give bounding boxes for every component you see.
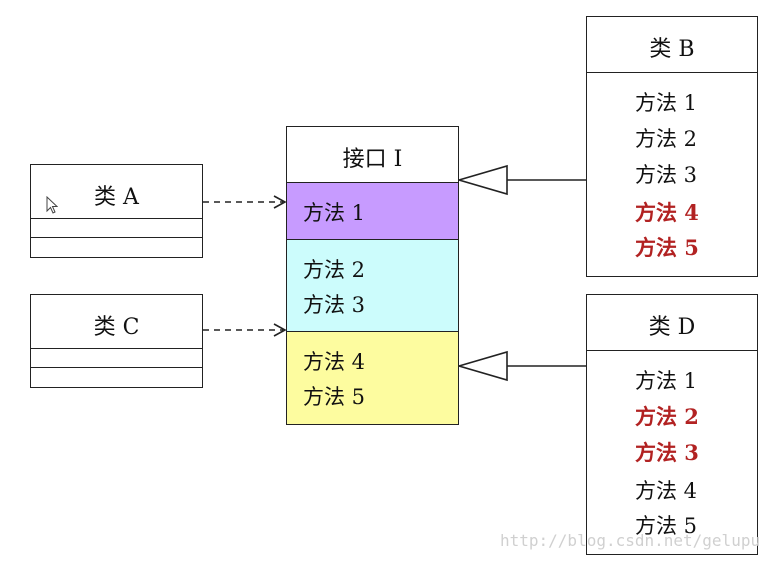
class-c-divider-2 <box>31 367 202 368</box>
class-a-divider-2 <box>31 237 202 238</box>
class-b-method-3: 方法 3 <box>635 163 698 187</box>
class-c-box: 类 C <box>30 294 203 388</box>
class-c-divider-1 <box>31 348 202 349</box>
class-a-title: 类 A <box>94 185 139 210</box>
interface-divider-2 <box>287 331 458 332</box>
class-d-title: 类 D <box>648 315 696 340</box>
interface-method-4: 方法 4 <box>303 350 366 374</box>
class-d-box: 类 D 方法 1 方法 2 方法 3 方法 4 方法 5 <box>586 294 758 555</box>
class-b-method-5-unused: 方法 5 <box>635 235 699 260</box>
class-b-method-2: 方法 2 <box>635 127 698 151</box>
interface-section-3: 方法 4 方法 5 <box>287 332 458 424</box>
mouse-cursor-icon <box>46 196 58 214</box>
class-a-divider-1 <box>31 218 202 219</box>
interface-method-5: 方法 5 <box>303 385 366 409</box>
interface-section-2: 方法 2 方法 3 <box>287 240 458 331</box>
class-c-title: 类 C <box>93 315 140 340</box>
realization-arrow-d-to-i <box>456 350 587 382</box>
class-b-box: 类 B 方法 1 方法 2 方法 3 方法 4 方法 5 <box>586 16 758 277</box>
watermark-url: http://blog.csdn.net/gelupu <box>500 531 761 550</box>
class-b-method-1: 方法 1 <box>635 91 698 115</box>
interface-method-3: 方法 3 <box>303 293 366 317</box>
dependency-arrow-c-to-i <box>203 323 287 337</box>
interface-i-title: 接口 I <box>342 147 403 172</box>
class-d-method-2-unused: 方法 2 <box>635 404 699 429</box>
class-b-method-4-unused: 方法 4 <box>635 200 699 225</box>
class-b-divider <box>587 72 757 73</box>
interface-method-2: 方法 2 <box>303 258 366 282</box>
interface-i-box: 接口 I 方法 1 方法 2 方法 3 方法 4 方法 5 <box>286 126 459 425</box>
dependency-arrow-a-to-i <box>203 195 287 209</box>
class-d-method-4: 方法 4 <box>635 479 698 503</box>
class-b-title: 类 B <box>649 37 695 62</box>
interface-divider-1 <box>287 239 458 240</box>
realization-arrow-b-to-i <box>456 164 587 196</box>
interface-method-1: 方法 1 <box>303 201 366 225</box>
class-d-method-1: 方法 1 <box>635 369 698 393</box>
class-d-method-3-unused: 方法 3 <box>635 440 699 465</box>
interface-section-1: 方法 1 <box>287 183 458 239</box>
interface-i-divider-title <box>287 182 458 183</box>
class-a-box: 类 A <box>30 164 203 258</box>
class-d-method-5: 方法 5 <box>635 514 698 538</box>
class-d-divider <box>587 350 757 351</box>
